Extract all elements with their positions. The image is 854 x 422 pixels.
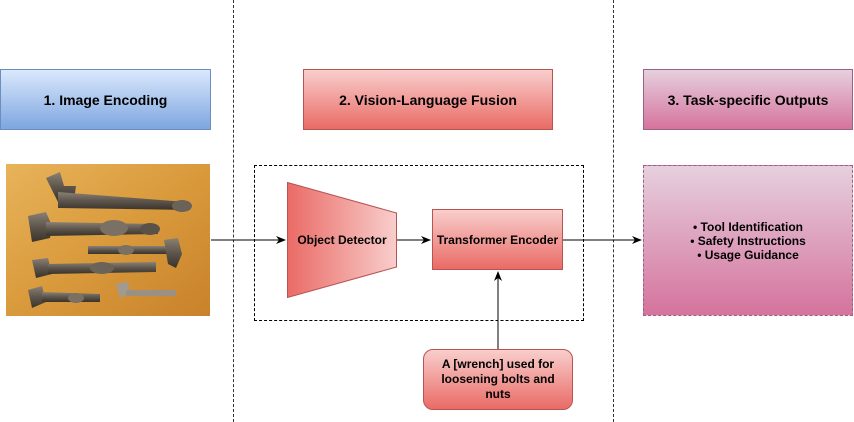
text-prompt-box[interactable]: A [wrench] used for loosening bolts and … xyxy=(423,349,573,410)
column-divider-right xyxy=(613,0,614,422)
output-item-usage-guidance: • Usage Guidance xyxy=(697,247,799,262)
wrench-3 xyxy=(88,238,182,268)
object-detector-shape[interactable] xyxy=(287,182,397,298)
wrench-5 xyxy=(28,286,100,308)
task-outputs-header[interactable]: 3. Task-specific Outputs xyxy=(643,69,853,130)
wrench-1 xyxy=(46,172,192,212)
wrench-6 xyxy=(116,282,176,298)
wrench-photo[interactable] xyxy=(6,164,210,316)
object-detector-label: Object Detector xyxy=(297,233,387,247)
vision-language-fusion-header[interactable]: 2. Vision-Language Fusion xyxy=(303,69,553,130)
wrench-2 xyxy=(28,212,160,242)
column-divider-left xyxy=(233,0,234,422)
image-encoding-header[interactable]: 1. Image Encoding xyxy=(0,69,211,130)
task-outputs-box[interactable]: • Tool Identification • Safety Instructi… xyxy=(643,165,853,316)
wrench-4 xyxy=(32,258,156,278)
transformer-encoder-box[interactable]: Transformer Encoder xyxy=(432,209,563,270)
output-item-tool-identification: • Tool Identification xyxy=(693,219,803,234)
fusion-module-box xyxy=(254,165,584,321)
output-item-safety-instructions: • Safety Instructions xyxy=(690,233,806,248)
